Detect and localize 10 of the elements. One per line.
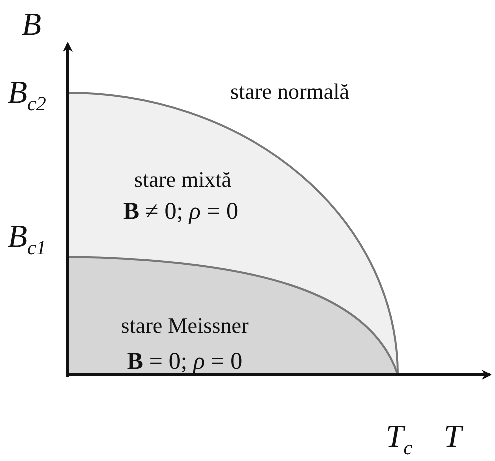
axis-label: B bbox=[22, 8, 42, 40]
axis-tick-label: T$_{c}$ bbox=[386, 420, 413, 458]
axis-tick-label: B$_{c1}$ bbox=[8, 220, 46, 258]
formula-text: B = 0; ρ = 0 bbox=[127, 349, 243, 376]
region-label: stare mixtă bbox=[134, 168, 232, 192]
formula-text: B ≠ 0; ρ = 0 bbox=[124, 199, 238, 226]
region-label: stare Meissner bbox=[121, 314, 249, 338]
region-label: stare normală bbox=[230, 80, 350, 104]
axis-label: T bbox=[444, 420, 462, 452]
axis-tick-label: B$_{c2}$ bbox=[8, 76, 46, 114]
